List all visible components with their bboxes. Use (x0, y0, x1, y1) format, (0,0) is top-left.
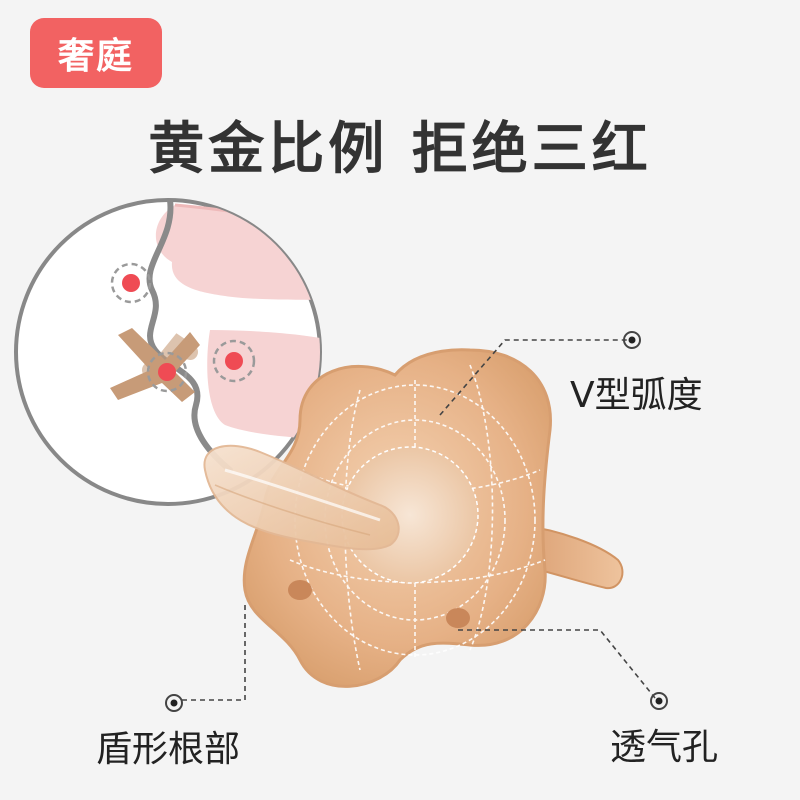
pacifier-handle (519, 523, 624, 590)
red-marker-right (212, 339, 256, 383)
callout-vent-hole: 透气孔 (610, 727, 719, 768)
red-marker-center (146, 351, 188, 393)
leader-shield-base (180, 605, 246, 701)
vent-hole-left (288, 580, 312, 600)
leader-dots (165, 331, 668, 712)
pacifier-teat (203, 444, 400, 551)
brand-badge: 奢庭 (30, 18, 162, 88)
callout-shield-base: 盾形根部 (96, 729, 241, 770)
red-marker-top (110, 262, 152, 304)
inset-circle (14, 198, 322, 506)
headline: 黄金比例 拒绝三红 (148, 117, 652, 182)
leader-vent-hole (458, 629, 656, 699)
callout-v-curve: V型弧度 (570, 375, 703, 416)
leader-lines (180, 339, 656, 701)
face-profile-line (146, 200, 233, 473)
leader-v-curve (439, 339, 630, 416)
vent-hole-right (446, 608, 470, 628)
pacifier (203, 348, 624, 688)
